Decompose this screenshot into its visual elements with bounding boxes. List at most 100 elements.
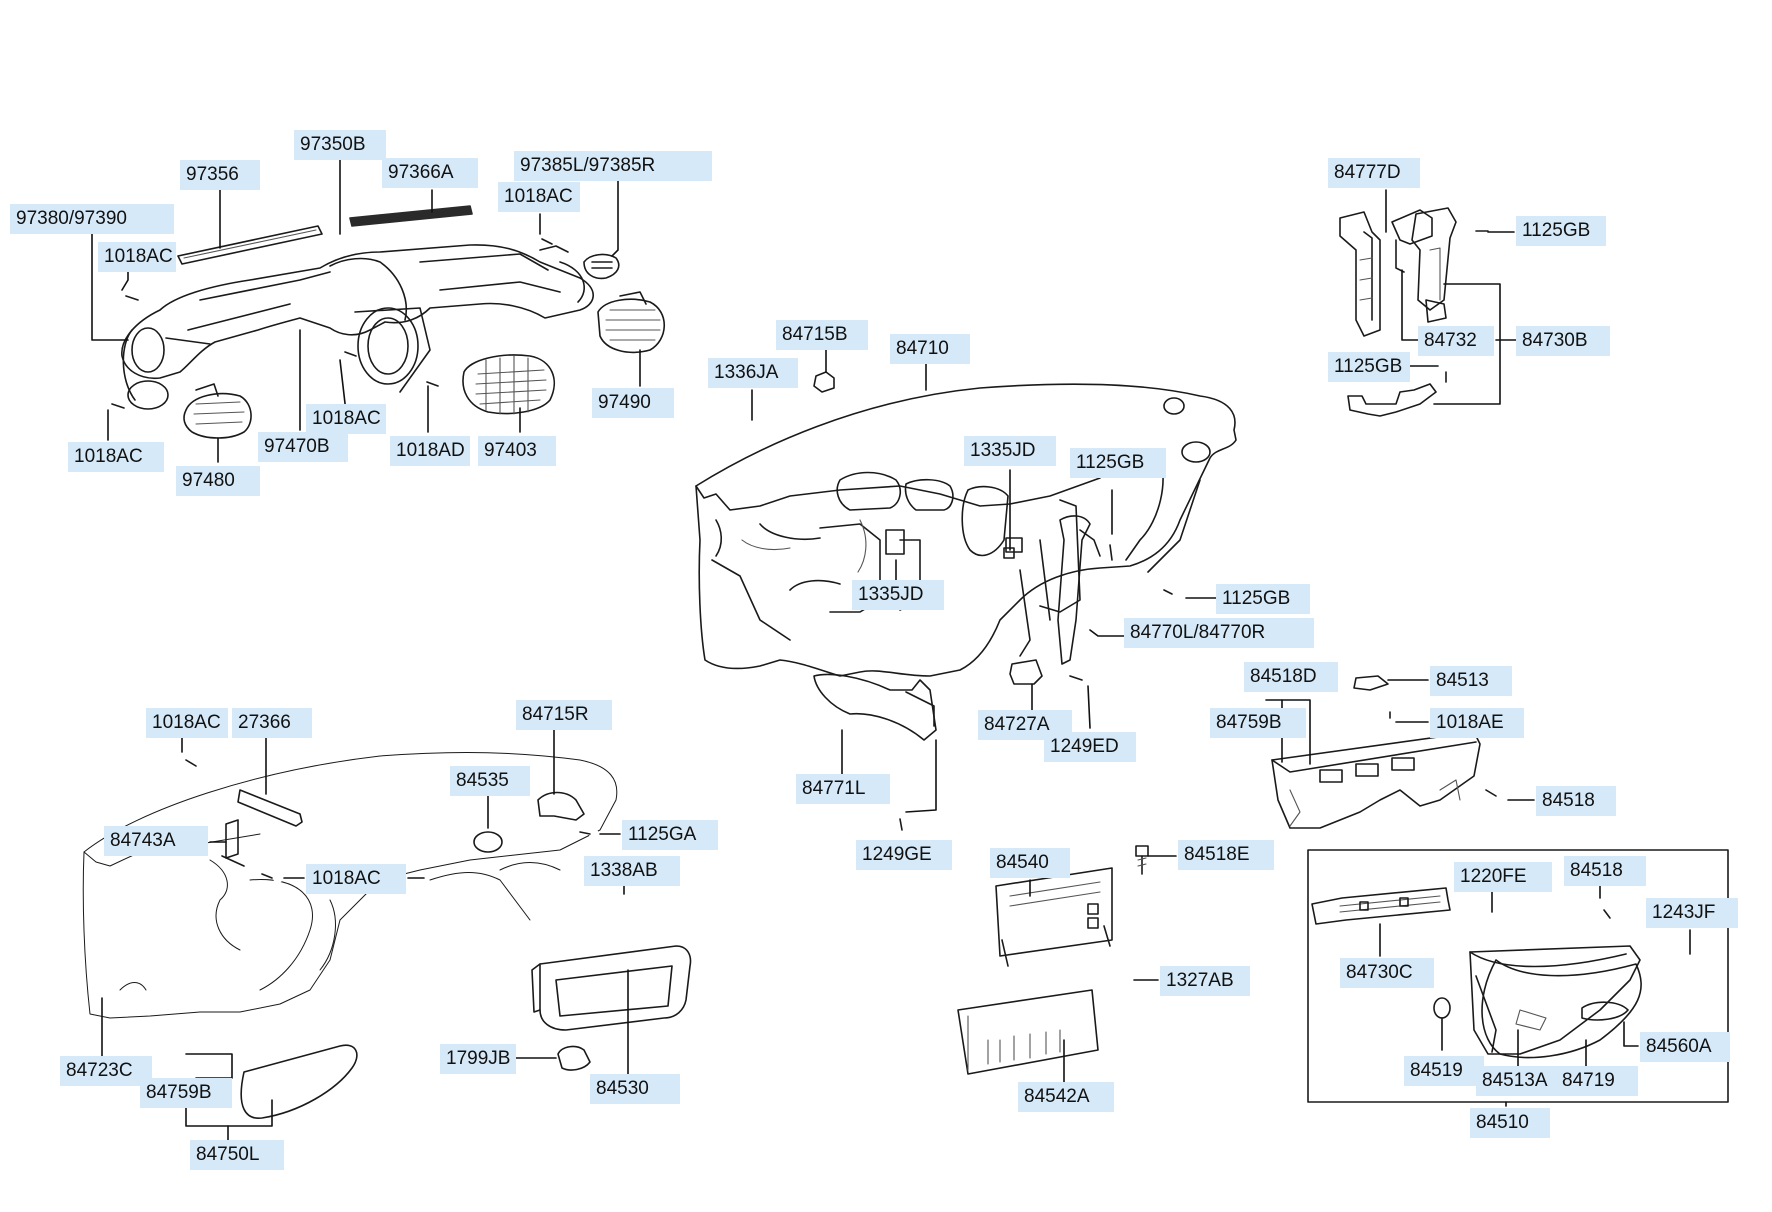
label-97380: 97380/97390 [10, 204, 174, 234]
label-97356: 97356 [180, 160, 260, 190]
label-1335JD-b: 1335JD [852, 580, 944, 610]
label-1018AE: 1018AE [1430, 708, 1524, 738]
crash-pad-lower-left [82, 752, 618, 1019]
panel-84771L [813, 673, 937, 741]
center-duct-outlet [357, 307, 419, 385]
defroster-nozzle-strip-left [177, 225, 323, 265]
side-bracket-84770 [1057, 515, 1091, 665]
label-1220FE: 1220FE [1454, 862, 1552, 892]
bracket-84727A [1009, 659, 1043, 685]
label-84710: 84710 [890, 334, 970, 364]
glove-box-84510 [1311, 887, 1695, 1059]
glove-box-door [1481, 959, 1642, 1059]
crash-pad-fittings [747, 371, 1184, 831]
label-84743A: 84743A [104, 826, 208, 856]
clip-84715R [537, 791, 585, 821]
label-84715B: 84715B [776, 320, 868, 350]
parts-lower-left [177, 753, 692, 1119]
label-1018AC-c: 1018AC [306, 404, 386, 434]
vent-grille-97403 [462, 354, 555, 415]
label-1018AC-b: 1018AC [498, 182, 580, 212]
label-84730B: 84730B [1516, 326, 1610, 356]
leaders-center-bottom [1029, 855, 1177, 1083]
cap-84535 [473, 831, 503, 853]
label-97480: 97480 [176, 466, 260, 496]
defroster-duct-assembly [121, 205, 594, 410]
label-84540: 84540 [990, 848, 1070, 878]
label-1327AB: 1327AB [1160, 966, 1250, 996]
label-1125GB-c: 1125GB [1070, 448, 1166, 478]
panel-84542A [957, 989, 1099, 1075]
vent-grille-97385 [583, 253, 620, 280]
label-84759B-a: 84759B [1210, 708, 1306, 738]
crash-pad-84710 [695, 383, 1237, 677]
label-84542A: 84542A [1018, 1082, 1114, 1112]
label-1799JB: 1799JB [440, 1044, 516, 1074]
leaders-top-left [91, 159, 641, 463]
label-1335JD-a: 1335JD [964, 436, 1056, 466]
label-97490: 97490 [592, 388, 674, 418]
label-84777D: 84777D [1328, 158, 1420, 188]
label-84510: 84510 [1470, 1108, 1550, 1138]
label-1018AC-e: 1018AC [146, 708, 228, 738]
bracket-27366 [237, 789, 303, 827]
label-84518D: 84518D [1244, 662, 1338, 692]
label-84519: 84519 [1404, 1056, 1484, 1086]
label-84719: 84719 [1556, 1066, 1638, 1096]
clip-1327AB [1123, 975, 1133, 985]
label-84750L: 84750L [190, 1140, 284, 1170]
label-1018AC-d: 1018AC [68, 442, 164, 472]
label-97403: 97403 [478, 436, 556, 466]
label-1018AC-a: 1018AC [98, 242, 176, 272]
label-84518-b: 84518 [1564, 856, 1646, 886]
vent-grille-97480 [183, 383, 252, 439]
bracket-84732 [1391, 209, 1433, 245]
label-84730C: 84730C [1340, 958, 1434, 988]
label-97470B: 97470B [258, 432, 348, 462]
glove-box-frame [1307, 849, 1729, 1103]
label-84513A: 84513A [1476, 1066, 1564, 1096]
label-1336JA: 1336JA [708, 358, 798, 388]
bracket-lower [1347, 383, 1437, 417]
vent-grille-97490 [597, 291, 665, 354]
label-84732: 84732 [1418, 326, 1494, 356]
bracket-84540 [995, 867, 1113, 967]
glove-box-bin [1469, 945, 1641, 1055]
bracket-84730B [1411, 207, 1457, 311]
label-1125GB-b: 1125GB [1328, 352, 1410, 382]
lower-panel-84518D [1253, 675, 1507, 829]
label-1249ED: 1249ED [1044, 732, 1136, 762]
label-97385: 97385L/97385R [514, 151, 712, 181]
clip-84513 [1353, 675, 1389, 691]
label-84513: 84513 [1430, 666, 1512, 696]
hinge-bar-84730C [1311, 887, 1451, 925]
label-97366A: 97366A [382, 158, 478, 188]
leaders-right-middle [1265, 679, 1535, 801]
damper-84519 [1433, 997, 1451, 1019]
label-1018AD: 1018AD [390, 436, 470, 466]
label-1125GB-d: 1125GB [1216, 584, 1310, 614]
label-84771L: 84771L [796, 774, 890, 804]
label-97350B: 97350B [294, 130, 386, 160]
clip-1799JB [557, 1045, 591, 1071]
crash-pad-outline [695, 383, 1237, 677]
ashtray-84530 [539, 945, 692, 1031]
label-84518-a: 84518 [1536, 786, 1616, 816]
cover-84750L [240, 1044, 358, 1119]
leaders-bottom-right [1379, 883, 1691, 1107]
label-84560A: 84560A [1640, 1032, 1730, 1062]
label-27366: 27366 [232, 708, 312, 738]
label-1125GB-a: 1125GB [1516, 216, 1606, 246]
label-1125GA: 1125GA [622, 820, 718, 850]
leaders-top-right [1385, 189, 1519, 405]
clip-84715B [813, 371, 835, 393]
label-1243JF: 1243JF [1646, 898, 1738, 928]
bracket-84777D [1339, 211, 1381, 337]
bolt-84518E [1135, 845, 1149, 875]
crash-pad-brackets [1339, 207, 1489, 417]
label-84535: 84535 [450, 766, 530, 796]
label-84530: 84530 [590, 1074, 680, 1104]
label-84518E: 84518E [1178, 840, 1274, 870]
label-1249GE: 1249GE [856, 840, 952, 870]
